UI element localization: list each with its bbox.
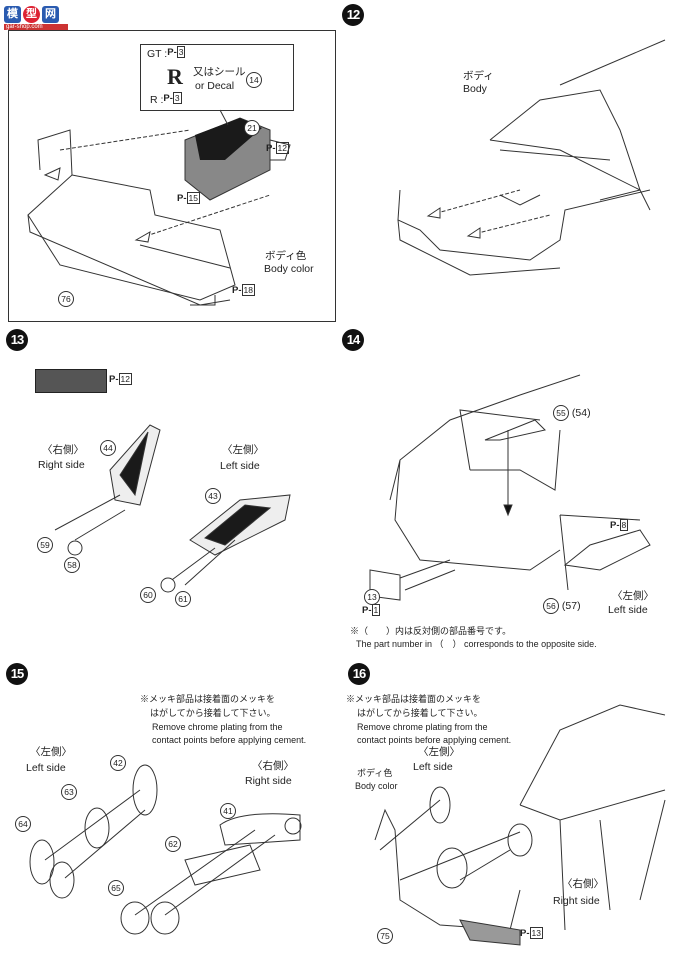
body-label-jp: ボディ bbox=[463, 70, 494, 82]
body-rear-drawing bbox=[374, 704, 666, 946]
paint-swatch bbox=[35, 369, 107, 393]
left-side-en: Left side bbox=[608, 604, 648, 616]
part-number-59: 59 bbox=[37, 537, 53, 553]
step-number-15: 15 bbox=[6, 663, 28, 685]
chrome-note-en-1: Remove chrome plating from the bbox=[152, 722, 283, 732]
chrome-note-jp-1: ※メッキ部品は接着面のメッキを bbox=[140, 694, 276, 704]
gt-r-emblem: R bbox=[167, 64, 184, 89]
chrome-note-jp-2: はがしてから接着して下さい。 bbox=[150, 708, 276, 718]
part-number-43: 43 bbox=[205, 488, 221, 504]
logo-url: gar-shop.com bbox=[4, 24, 68, 30]
part-56-57: 56 (57) bbox=[543, 598, 581, 614]
lamp-lenses-drawing bbox=[29, 764, 302, 935]
body-color-en: Body color bbox=[264, 263, 314, 275]
note-jp: ※（ ）内は反対側の部品番号です。 bbox=[350, 626, 512, 636]
logo-char: 网 bbox=[42, 6, 59, 23]
part-number-75: 75 bbox=[377, 928, 393, 944]
callout-leader bbox=[219, 109, 229, 126]
right-side-jp: 〈右側〉 bbox=[252, 760, 294, 772]
right-side-jp: 〈右側〉 bbox=[562, 878, 604, 890]
body-label-en: Body bbox=[463, 83, 487, 95]
part-number-62: 62 bbox=[165, 836, 181, 852]
paint-ref-15: P-15 bbox=[177, 192, 200, 204]
chrome-note-jp-1: ※メッキ部品は接着面のメッキを bbox=[346, 694, 482, 704]
emblem-callout bbox=[140, 44, 294, 111]
part-number-60: 60 bbox=[140, 587, 156, 603]
logo-char: 模 bbox=[4, 6, 21, 23]
left-side-jp: 〈左側〉 bbox=[222, 444, 264, 456]
part-55-54: 55 (54) bbox=[553, 405, 591, 421]
chrome-note-en-2: contact points before applying cement. bbox=[152, 735, 307, 745]
part-number-21: 21 bbox=[244, 120, 260, 136]
front-bumper-drawing bbox=[27, 129, 271, 306]
left-side-en: Left side bbox=[220, 460, 260, 472]
body-hood-drawing bbox=[369, 374, 651, 601]
part-number-42: 42 bbox=[110, 755, 126, 771]
part-number-44: 44 bbox=[100, 440, 116, 456]
body-color-jp: ボディ色 bbox=[265, 250, 307, 262]
paint-ref-8: P-8 bbox=[610, 519, 629, 531]
step-number-16: 16 bbox=[348, 663, 370, 685]
grille-part-21 bbox=[184, 117, 291, 201]
right-side-jp: 〈右側〉 bbox=[42, 444, 84, 456]
paint-ref-13: P-13 bbox=[520, 927, 543, 939]
paint-ref-18: P-18 bbox=[232, 284, 255, 296]
left-side-jp: 〈左側〉 bbox=[30, 746, 72, 758]
body-front-drawing bbox=[397, 39, 666, 276]
part-number-76: 76 bbox=[58, 291, 74, 307]
gt-label: GT : P-3 bbox=[147, 46, 186, 60]
right-side-en: Right side bbox=[553, 895, 600, 907]
right-side-en: Right side bbox=[38, 459, 85, 471]
note-en: The part number in （ ） corresponds to th… bbox=[356, 639, 597, 649]
part-number-41: 41 bbox=[220, 803, 236, 819]
left-side-en: Left side bbox=[413, 761, 453, 773]
part-number-65: 65 bbox=[108, 880, 124, 896]
part-number-61: 61 bbox=[175, 591, 191, 607]
part-number-58: 58 bbox=[64, 557, 80, 573]
chrome-note-en-1: Remove chrome plating from the bbox=[357, 722, 488, 732]
decal-label-jp: 又はシール bbox=[193, 66, 246, 78]
chrome-note-jp-2: はがしてから接着して下さい。 bbox=[357, 708, 483, 718]
left-side-jp: 〈左側〉 bbox=[418, 746, 460, 758]
decal-label-en: or Decal bbox=[195, 80, 235, 92]
r-label: R : P-3 bbox=[150, 92, 182, 106]
watermark-logo: 模型网 gar-shop.com bbox=[4, 4, 68, 30]
step-number-13: 13 bbox=[6, 329, 28, 351]
step-number-14: 14 bbox=[342, 329, 364, 351]
paint-ref-12: P-12 bbox=[109, 373, 132, 385]
body-color-en: Body color bbox=[355, 781, 398, 791]
left-side-jp: 〈左側〉 bbox=[612, 590, 654, 602]
logo-char: 型 bbox=[23, 6, 40, 23]
part-number-13: 13 bbox=[364, 589, 380, 605]
chrome-note-en-2: contact points before applying cement. bbox=[357, 735, 512, 745]
step-number-12: 12 bbox=[342, 4, 364, 26]
part-number-63: 63 bbox=[61, 784, 77, 800]
paint-ref-12: P-12 bbox=[266, 142, 289, 154]
fog-lamps-drawing bbox=[54, 424, 291, 593]
body-color-jp: ボディ色 bbox=[357, 768, 393, 778]
paint-ref-1: P-1 bbox=[362, 604, 381, 616]
part-number-64: 64 bbox=[15, 816, 31, 832]
part-number-14: 14 bbox=[246, 72, 262, 88]
right-side-en: Right side bbox=[245, 775, 292, 787]
left-side-en: Left side bbox=[26, 762, 66, 774]
